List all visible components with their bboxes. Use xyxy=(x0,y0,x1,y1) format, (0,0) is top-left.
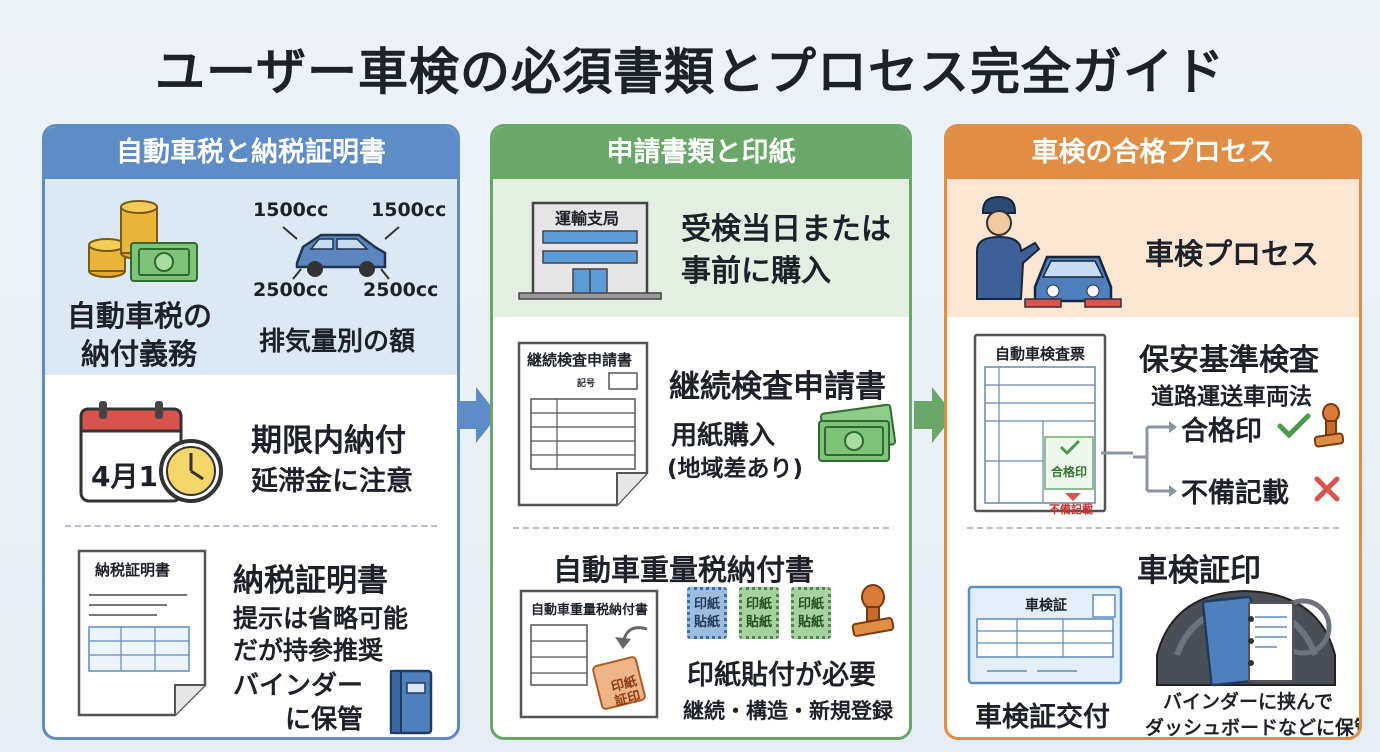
cash-icon xyxy=(818,403,897,462)
sheet-label: 自動車検査票 xyxy=(995,345,1086,363)
section-safety: 自動車検査票 合格印 不備記載 保安基準検査 道路運送車両法 合格印 不備記載 xyxy=(947,317,1359,527)
hanko-stamp-icon xyxy=(1313,403,1345,448)
tax-duty-line2: 納付義務 xyxy=(81,337,198,371)
result-defect: 不備記載 xyxy=(1181,478,1289,509)
binder-line1: バインダー xyxy=(233,671,364,701)
sheet-defect-mark: 不備記載 xyxy=(1049,503,1093,516)
section-form: 継続検査申請書 記号 継続検査申請書 用紙購入 (地域差あり) xyxy=(493,317,909,527)
form-doc-field: 記号 xyxy=(577,379,596,389)
cc-label-tr: 1500cc xyxy=(371,199,447,221)
weight-tax-doc-label: 自動車重量税納付書 xyxy=(531,603,649,618)
certificate-title: 納税証明書 xyxy=(233,563,388,599)
tax-duty-text: 自動車税の 納付義務 xyxy=(67,297,212,373)
panel-application: 申請書類と印紙 運輸支局 受検当日または 事前に購入 継続検査申請書 記号 継続 xyxy=(490,124,912,740)
stamp-text-1a: 印紙 xyxy=(693,597,720,612)
section-deadline: 4月1 期限内納付 延滞金に注意 xyxy=(45,375,457,525)
stamp-text-1b: 貼紙 xyxy=(693,615,720,630)
stamp-text-2a: 印紙 xyxy=(745,597,772,612)
cert-card-label: 車検証 xyxy=(1025,598,1067,614)
section-certificate: 納税証明書 納税証明書 提示は省略可能 だが持参推奨 バインダー に保管 xyxy=(45,527,457,737)
cert-issue: 車検証交付 xyxy=(975,702,1110,733)
divider xyxy=(967,527,1339,529)
revenue-stamp-3: 印紙貼紙 xyxy=(791,587,831,639)
branch-connector xyxy=(1133,421,1177,497)
panel-process: 車検の合格プロセス 車検プロセス 自動車検査票 合格印 不備記載 xyxy=(944,124,1362,740)
calendar-date: 4月1 xyxy=(91,460,158,493)
paper-note: (地域差あり) xyxy=(667,456,804,482)
certificate-note2: だが持参推奨 xyxy=(233,636,384,665)
sheet-pass-mark: 合格印 xyxy=(1051,465,1088,479)
inspector-car-icon xyxy=(976,195,1122,308)
arrow-right-icon xyxy=(458,387,498,443)
cross-icon xyxy=(1314,476,1340,502)
check-icon xyxy=(1277,413,1311,439)
stamp-required: 印紙貼付が必要 xyxy=(687,660,876,691)
binder-icon xyxy=(389,669,433,735)
cc-label-bl: 2500cc xyxy=(253,279,329,301)
divider xyxy=(65,525,437,527)
seal-title: 車検証印 xyxy=(1137,553,1261,589)
page-title: ユーザー車検の必須書類とプロセス完全ガイド xyxy=(155,43,1225,101)
binder-line2: に保管 xyxy=(285,705,364,735)
form-doc-label: 継続検査申請書 xyxy=(527,351,633,369)
deadline-title: 期限内納付 xyxy=(251,423,406,459)
divider xyxy=(513,527,889,529)
safety-law: 道路運送車両法 xyxy=(1151,384,1312,410)
purchase-line1: 受検当日または xyxy=(681,212,891,247)
form-title: 継続検査申請書 xyxy=(669,369,886,405)
office-building-icon xyxy=(518,201,662,300)
panel-application-header: 申請書類と印紙 xyxy=(493,127,909,179)
section-inspection: 車検プロセス xyxy=(947,179,1359,317)
revenue-stamp-2: 印紙貼紙 xyxy=(739,587,779,639)
vehicle-certificate-icon xyxy=(967,585,1123,685)
stamp-types: 継続・構造・新規登録 xyxy=(683,699,893,723)
stamp-text-3a: 印紙 xyxy=(797,597,824,612)
safety-title: 保安基準検査 xyxy=(1139,343,1319,378)
section-tax-duty: 自動車税の 納付義務 1500cc 1500cc 2500cc 2500cc 排… xyxy=(45,179,457,375)
keep-line1: バインダーに挟んで xyxy=(1162,691,1334,713)
deadline-note: 延滞金に注意 xyxy=(251,466,413,497)
rubber-stamp-icon xyxy=(851,584,895,637)
application-form-icon xyxy=(517,341,649,507)
section-certificate-seal: 車検証印 車検証 車検証交付 バインダーに挟んで ダッシュボードなどに保管 xyxy=(947,529,1362,739)
stamp-text-2b: 貼紙 xyxy=(745,615,772,630)
weight-tax-title: 自動車重量税納付書 xyxy=(553,553,815,587)
paper-buy: 用紙購入 xyxy=(671,421,776,451)
car-icon xyxy=(282,226,400,280)
certificate-note1: 提示は省略可能 xyxy=(233,604,409,633)
coins-cash-icon xyxy=(88,200,198,282)
stamp-text-3b: 貼紙 xyxy=(797,615,824,630)
panel-tax-header: 自動車税と納税証明書 xyxy=(45,127,457,179)
calendar-clock-icon xyxy=(79,401,223,503)
tax-certificate-icon xyxy=(77,549,207,717)
cc-label-tl: 1500cc xyxy=(253,199,329,221)
displacement-text: 排気量別の額 xyxy=(259,327,416,357)
binder-text: バインダー に保管 xyxy=(233,669,363,737)
keep-line2: ダッシュボードなどに保管 xyxy=(1145,717,1362,739)
process-label: 車検プロセス xyxy=(1145,237,1320,271)
inspection-sheet-icon xyxy=(973,333,1133,513)
result-pass: 合格印 xyxy=(1181,416,1262,447)
cc-label-br: 2500cc xyxy=(363,279,439,301)
dashboard-binder-icon xyxy=(1156,589,1336,687)
tax-duty-line1: 自動車税の xyxy=(67,299,213,333)
purchase-line2: 事前に購入 xyxy=(681,254,831,289)
arrow-right-icon xyxy=(914,387,954,443)
keep-text: バインダーに挟んで ダッシュボードなどに保管 xyxy=(1145,689,1362,739)
panel-process-header: 車検の合格プロセス xyxy=(947,127,1359,179)
building-sign: 運輸支局 xyxy=(555,209,620,228)
panel-tax: 自動車税と納税証明書 自動車税の 納付義務 1500cc 1500cc 2500… xyxy=(42,124,460,740)
purchase-text: 受検当日または 事前に購入 xyxy=(681,209,891,293)
revenue-stamp-1: 印紙貼紙 xyxy=(687,587,727,639)
section-purchase: 運輸支局 受検当日または 事前に購入 xyxy=(493,179,909,317)
certificate-doc-label: 納税証明書 xyxy=(95,561,171,579)
section-weight-tax: 自動車重量税納付書 自動車重量税納付書 印紙 証印 印紙貼紙 印紙貼紙 印紙貼紙 xyxy=(493,529,909,737)
weight-tax-form-icon xyxy=(519,589,659,719)
